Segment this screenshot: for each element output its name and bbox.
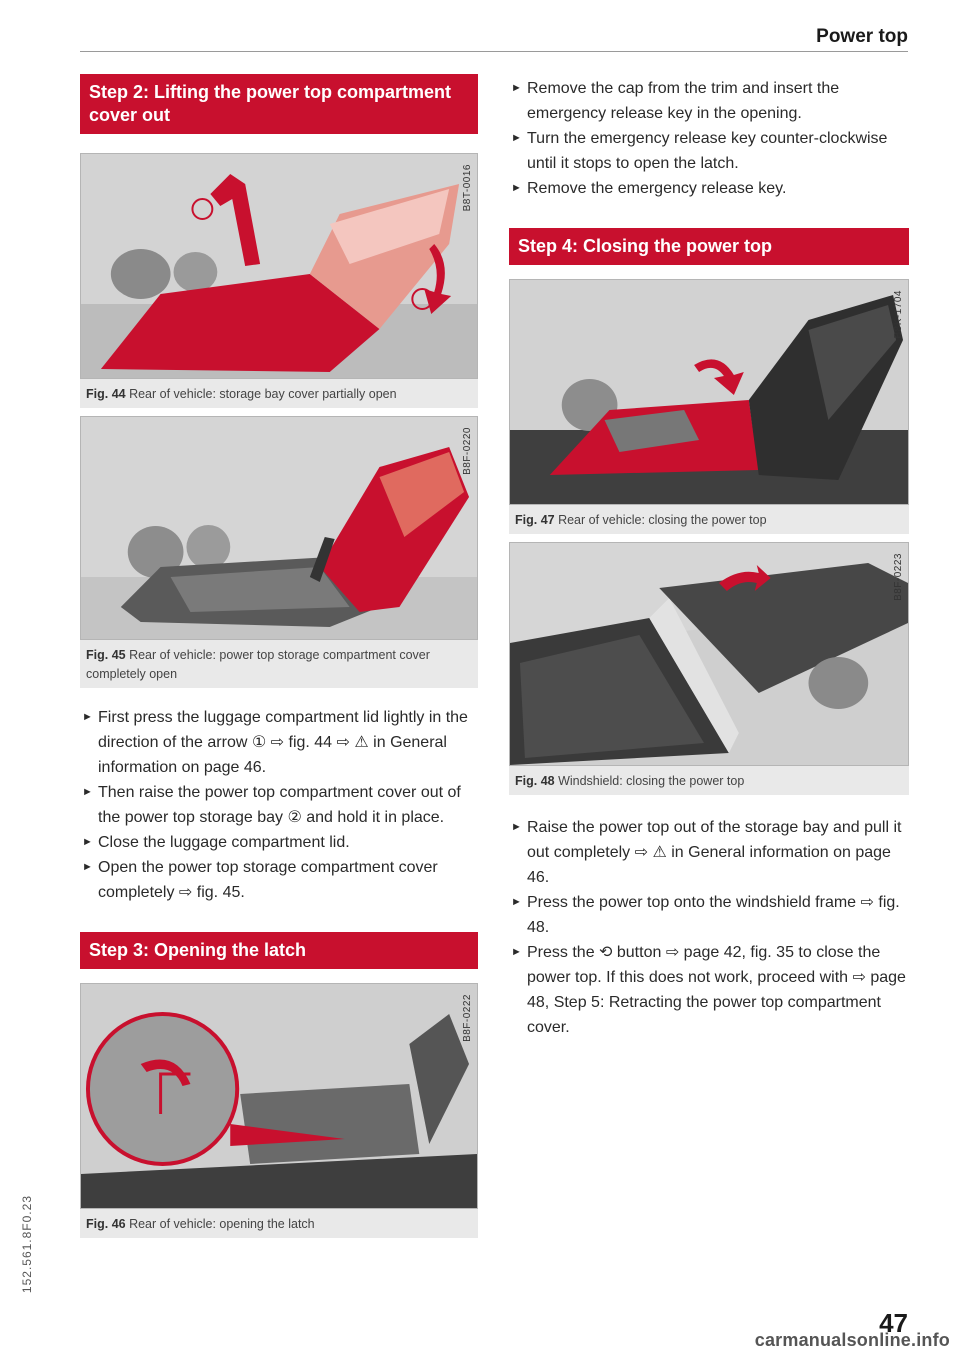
convertible-rear-illustration [81,417,477,639]
figure-48-image: B8F-0223 [509,542,909,766]
page-section-title: Power top [816,26,908,47]
figure-code: B8F-0220 [462,427,473,475]
figure-44-image: B8T-0016 [80,153,478,379]
convertible-rear-illustration [510,280,908,504]
watermark: carmanualsonline.info [754,1330,950,1350]
left-column: Step 2: Lifting the power top compartmen… [80,74,478,1238]
figure-44-caption: Fig. 44 Rear of vehicle: storage bay cov… [86,387,397,401]
header-divider [80,51,908,52]
right-column: ►Remove the cap from the trim and insert… [509,76,909,1040]
figure-code: B8F-0223 [893,553,904,601]
figure-46-image: B8F-0222 [80,983,478,1209]
figure-45: B8F-0220 Fig. 45 Rear of vehicle: power … [80,416,478,688]
figure-47-image: B8K-1704 [509,279,909,505]
latch-illustration [81,984,477,1208]
list-item: ►First press the luggage compartment lid… [82,709,468,776]
figure-48-caption: Fig. 48 Windshield: closing the power to… [515,774,745,788]
list-item: ►Close the luggage compartment lid. [82,834,350,851]
list-item: ►Then raise the power top compartment co… [82,784,461,826]
list-item: ►Open the power top storage compartment … [82,859,438,901]
page-number: 47 [879,1308,908,1338]
step4-instructions: ►Raise the power top out of the storage … [509,815,909,1040]
figure-47: B8K-1704 Fig. 47 Rear of vehicle: closin… [509,279,909,534]
step3-heading: Step 3: Opening the latch [80,932,478,969]
figure-46: B8F-0222 Fig. 46 Rear of vehicle: openin… [80,983,478,1238]
step2-instructions: ►First press the luggage compartment lid… [80,705,478,905]
step2-heading: Step 2: Lifting the power top compartmen… [80,74,478,134]
step3-instructions: ►Remove the cap from the trim and insert… [509,76,909,201]
figure-47-caption: Fig. 47 Rear of vehicle: closing the pow… [515,513,767,527]
list-item: ►Raise the power top out of the storage … [511,819,902,886]
figure-46-caption: Fig. 46 Rear of vehicle: opening the lat… [86,1217,315,1231]
figure-45-image: B8F-0220 [80,416,478,640]
convertible-rear-illustration [81,154,477,378]
list-item: ►Turn the emergency release key counter-… [511,130,888,172]
figure-44: B8T-0016 Fig. 44 Rear of vehicle: storag… [80,153,478,408]
step4-heading: Step 4: Closing the power top [509,228,909,265]
document-code: 152.561.8F0.23 [20,1195,34,1294]
list-item: ►Press the power top onto the windshield… [511,894,900,936]
list-item: ►Remove the cap from the trim and insert… [511,80,840,122]
list-item: ►Remove the emergency release key. [511,180,787,197]
figure-48: B8F-0223 Fig. 48 Windshield: closing the… [509,542,909,795]
figure-code: B8F-0222 [462,994,473,1042]
figure-code: B8T-0016 [462,164,473,212]
figure-45-caption: Fig. 45 Rear of vehicle: power top stora… [86,648,430,681]
windshield-illustration [510,543,908,765]
figure-code: B8K-1704 [893,290,904,339]
list-item: ►Press the ⟲ button ⇨ page 42, fig. 35 t… [511,944,906,1036]
